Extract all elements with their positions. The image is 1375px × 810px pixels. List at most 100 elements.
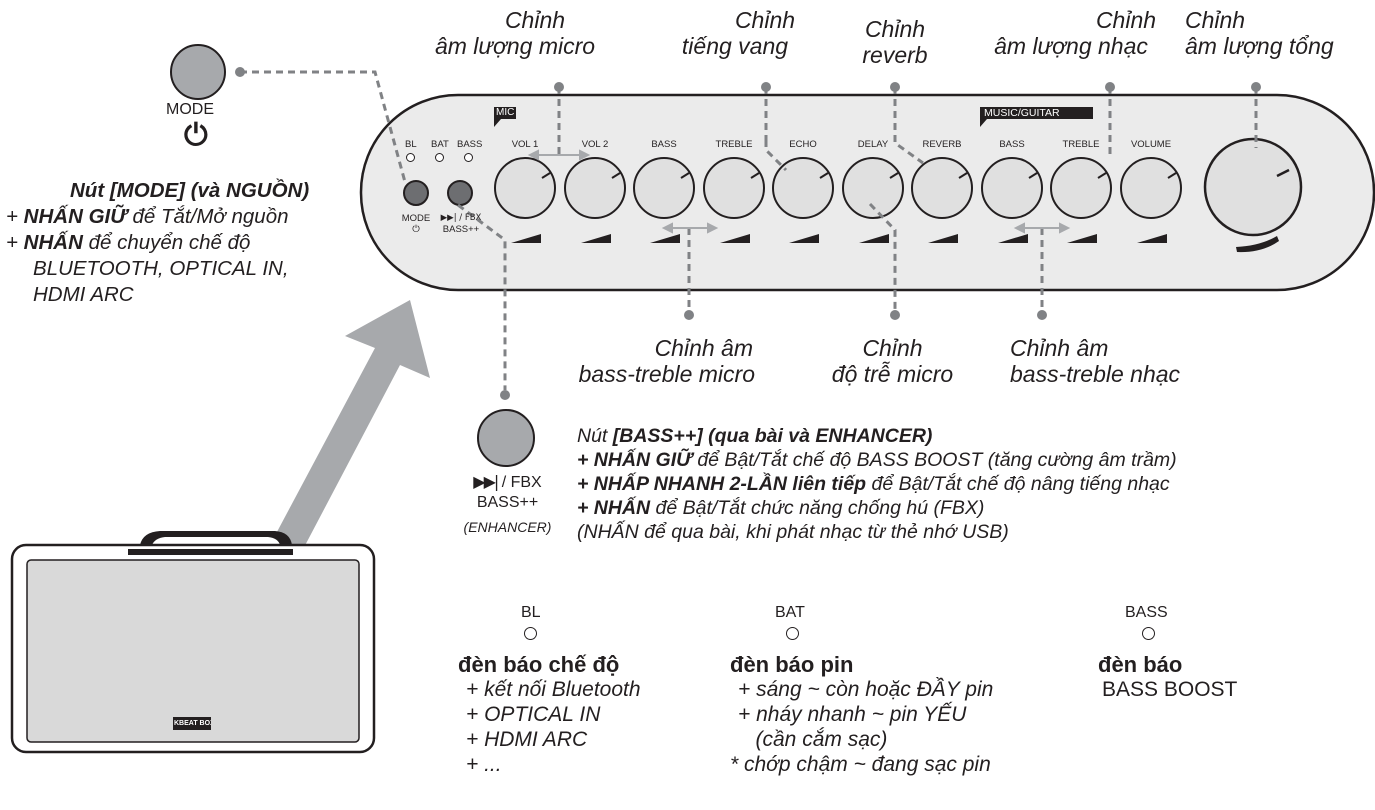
panel-led-label-bat: BAT (431, 139, 449, 150)
knob-label: VOL 1 (511, 139, 539, 150)
callout-music-bass-treble: Chỉnh âm bass-treble nhạc (1010, 335, 1220, 387)
text: để Bật/Tắt chế độ nâng tiếng nhạc (866, 473, 1170, 495)
led-bl-description: đèn báo chế độ + kết nối Bluetooth + OPT… (458, 652, 641, 777)
knob-5[interactable] (772, 157, 834, 219)
led-item: + OPTICAL IN (466, 703, 601, 726)
skip-fbx-label: ▶▶| / FBX (455, 472, 560, 493)
knob-7[interactable] (911, 157, 973, 219)
led-item: + kết nối Bluetooth (466, 678, 641, 701)
callout-line: Chỉnh (1095, 7, 1157, 33)
led-heading: đèn báo chế độ (458, 652, 620, 677)
led-item: BASS BOOST (1102, 678, 1238, 701)
callout-music-volume: Chỉnh âm lượng nhạc (976, 7, 1166, 59)
mode-line-1: + NHẤN GIỮ để Tắt/Mở nguồn (6, 205, 289, 228)
knob-label: VOLUME (1130, 139, 1172, 150)
text: (NHẤN để qua bài, khi phát nhạc từ thẻ n… (577, 521, 1009, 543)
callout-line: âm lượng tổng (1185, 33, 1334, 59)
level-wedge-icon (1067, 234, 1097, 243)
led-bat-icon (786, 627, 799, 640)
level-wedge-icon (720, 234, 750, 243)
mode-title-text: Nút [MODE] (và NGUỒN) (70, 179, 310, 202)
knob-label: DELAY (857, 139, 889, 150)
knob-indicator (1097, 172, 1107, 179)
text: MODE (401, 213, 431, 224)
led-bass-icon (1142, 627, 1155, 640)
enhancer-label: (ENHANCER) (463, 519, 552, 535)
callout-reverb: Chỉnh reverb (850, 16, 940, 68)
bold-text: NHẤN GIỮ (23, 205, 127, 228)
text: để Bật/Tắt chế độ BASS BOOST (tăng cường… (691, 449, 1177, 471)
callout-line: Chỉnh (1185, 7, 1246, 33)
panel-led-bl (406, 153, 415, 162)
level-wedge-icon (928, 234, 958, 243)
panel-bass-button[interactable] (447, 180, 473, 206)
bass-line-1: + NHẤN GIỮ để Bật/Tắt chế độ BASS BOOST … (577, 448, 1177, 472)
bass-plus-button[interactable] (477, 409, 535, 467)
mode-line-2: + NHẤN để chuyển chế độ (6, 231, 251, 254)
panel-led-label-bl: BL (405, 139, 417, 150)
bold-text: + NHẤN GIỮ (577, 449, 692, 471)
knob-indicator (611, 172, 621, 179)
panel-mode-button[interactable] (403, 180, 429, 206)
knob-label: BASS (651, 139, 677, 150)
knob-label: TREBLE (715, 139, 753, 150)
led-item: (cần cắm sạc) (738, 728, 888, 751)
callout-line: bass-treble nhạc (1010, 361, 1181, 387)
callout-echo: Chỉnh tiếng vang (665, 7, 805, 59)
panel-led-label-bass: BASS (457, 139, 483, 150)
knob-4[interactable] (703, 157, 765, 219)
master-volume-knob[interactable] (1203, 137, 1303, 237)
bass-line-3: + NHẤN để Bật/Tắt chức năng chống hú (FB… (577, 496, 1177, 520)
level-wedge-icon (859, 234, 889, 243)
callout-line: Chỉnh (862, 335, 923, 361)
level-wedge-icon (789, 234, 819, 243)
callout-line: reverb (862, 42, 928, 68)
knob-indicator (680, 172, 690, 179)
mode-line-4: HDMI ARC (33, 283, 134, 306)
level-wedge-icon (1137, 234, 1167, 243)
knob-label: REVERB (922, 139, 962, 150)
knob-10[interactable] (1120, 157, 1182, 219)
callout-line: độ trễ micro (831, 361, 954, 387)
level-wedge-icon (998, 234, 1028, 243)
knob-2[interactable] (564, 157, 626, 219)
text: để Tắt/Mở nguồn (126, 205, 289, 228)
knob-1[interactable] (494, 157, 556, 219)
power-icon: ⏻ (412, 224, 420, 235)
text: để Bật/Tắt chức năng chống hú (FBX) (650, 497, 985, 519)
panel-led-bat (435, 153, 444, 162)
power-icon: ⏻ (184, 118, 208, 153)
knob-label: BASS (999, 139, 1025, 150)
panel-fbx-label: ▶▶| / FBX BASS++ (437, 213, 485, 235)
callout-mic-bass-treble: Chỉnh âm bass-treble micro (540, 335, 755, 387)
text: BASS++ (442, 224, 480, 235)
led-bass-title: BASS (1125, 604, 1168, 621)
led-bl-title: BL (521, 604, 541, 621)
led-item: + HDMI ARC (466, 728, 588, 751)
music-tag: MUSIC/GUITAR (984, 107, 1060, 119)
led-bat-title: BAT (775, 604, 805, 621)
text: ▶▶| / FBX (440, 213, 482, 223)
level-wedge-icon (511, 234, 541, 243)
knob-8[interactable] (981, 157, 1043, 219)
led-bat-description: đèn báo pin + sáng ~ còn hoặc ĐẦY pin + … (730, 652, 993, 777)
mode-button[interactable] (170, 44, 226, 100)
bass-line-2: + NHẤP NHANH 2-LẦN liên tiếp để Bật/Tắt … (577, 472, 1177, 496)
speaker-logo: KBEAT BOX (174, 720, 211, 727)
knob-3[interactable] (633, 157, 695, 219)
knob-label: ECHO (789, 139, 817, 150)
callout-line: Chỉnh âm (1010, 335, 1109, 361)
mode-title: Nút [MODE] (và NGUỒN) (0, 178, 309, 204)
pointer-arrow (270, 300, 430, 555)
callout-line: Chỉnh (864, 16, 926, 42)
bold-text: NHẤN (23, 231, 83, 254)
led-item: * chớp chậm ~ đang sạc pin (730, 753, 991, 776)
knob-indicator (958, 172, 968, 179)
led-heading: đèn báo pin (730, 652, 854, 677)
knob-6[interactable] (842, 157, 904, 219)
bass-line-4: (NHẤN để qua bài, khi phát nhạc từ thẻ n… (577, 520, 1177, 544)
bold-text: + NHẤN (577, 497, 651, 519)
speaker-illustration (10, 531, 376, 754)
knob-9[interactable] (1050, 157, 1112, 219)
led-item: + sáng ~ còn hoặc ĐẦY pin (738, 678, 994, 701)
